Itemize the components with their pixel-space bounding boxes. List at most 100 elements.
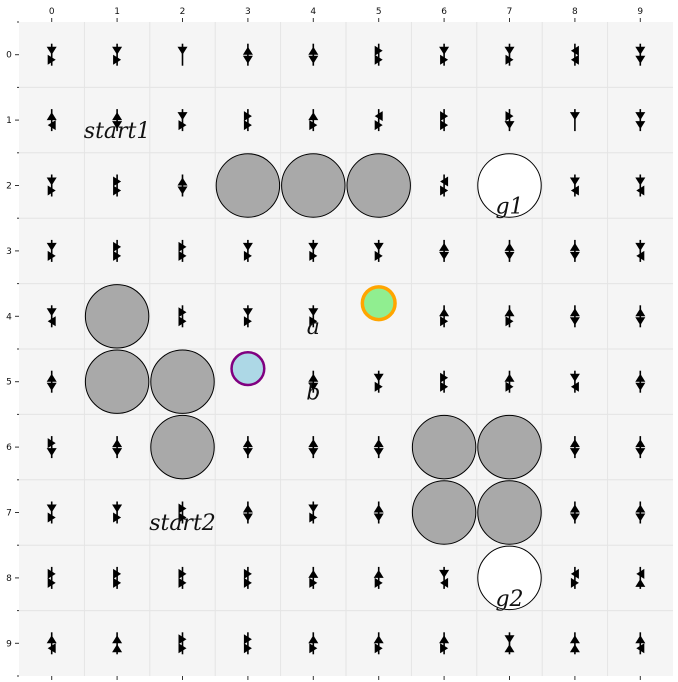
arrow-head-W: [440, 577, 449, 588]
arrow-head-N: [373, 569, 384, 578]
arrow-head-S: [635, 112, 646, 121]
arrow-head-W: [570, 185, 579, 196]
arrow-head-N: [635, 635, 646, 644]
policy-arrow: [113, 174, 122, 197]
obstacles: [84, 153, 542, 545]
arrow-head-E: [113, 250, 122, 261]
arrow-head-N: [439, 635, 450, 644]
policy-arrow: [178, 501, 187, 524]
policy-arrow: [308, 43, 319, 66]
policy-arrow: [569, 109, 580, 132]
policy-arrow: [569, 174, 580, 197]
arrow-head-N: [569, 308, 580, 317]
arrow-head-W: [636, 568, 645, 579]
obstacle-circle: [84, 284, 150, 349]
policy-arrow: [374, 43, 383, 66]
arrow-head-E: [374, 643, 383, 654]
arrow-head-E: [440, 185, 449, 196]
policy-arrow: [504, 305, 515, 328]
policy-arrow: [46, 436, 57, 459]
policy-arrow: [635, 109, 646, 132]
goal-label: g1: [495, 195, 523, 220]
x-tick-label: 0: [49, 7, 55, 17]
policy-arrow: [635, 305, 646, 328]
arrow-head-S: [439, 46, 450, 55]
arrow-head-N: [504, 644, 515, 653]
arrow-head-S: [46, 242, 57, 251]
agent-b-marker: [230, 351, 266, 387]
arrow-head-N: [635, 578, 646, 587]
arrow-head-E: [47, 568, 56, 579]
policy-arrow: [178, 632, 187, 655]
policy-arrow: [569, 501, 580, 524]
arrow-head-W: [47, 643, 56, 654]
arrow-head-N: [569, 504, 580, 513]
arrow-head-S: [112, 448, 123, 457]
arrow-head-E: [309, 120, 318, 131]
obstacle-circle: [477, 480, 542, 545]
arrow-head-E: [374, 120, 383, 131]
arrow-head-N: [112, 644, 123, 653]
arrow-head-N: [308, 439, 319, 448]
y-tick-label: 9: [6, 639, 12, 649]
arrow-head-E: [178, 503, 187, 514]
arrow-head-W: [636, 643, 645, 654]
policy-arrow: [113, 239, 122, 262]
arrow-head-S: [635, 55, 646, 64]
arrow-head-S: [635, 177, 646, 186]
y-tick-label: 6: [6, 443, 12, 453]
arrow-head-E: [178, 577, 187, 588]
arrow-head-E: [178, 316, 187, 327]
arrow-head-W: [570, 381, 579, 392]
arrow-head-E: [113, 185, 122, 196]
policy-arrow: [308, 305, 319, 328]
arrow-head-E: [113, 176, 122, 187]
arrow-head-S: [373, 448, 384, 457]
x-tick-label: 8: [572, 7, 578, 17]
policy-arrows: [46, 43, 646, 655]
arrow-head-E: [309, 250, 318, 261]
policy-arrow: [242, 43, 253, 66]
arrow-head-S: [46, 448, 57, 457]
arrow-head-E: [47, 185, 56, 196]
x-tick-label: 7: [507, 7, 513, 17]
arrow-head-W: [636, 185, 645, 196]
policy-arrow: [46, 109, 57, 132]
arrow-head-E: [505, 381, 514, 392]
policy-arrow: [46, 239, 57, 262]
arrow-head-N: [308, 635, 319, 644]
arrow-head-N: [635, 504, 646, 513]
arrow-head-N: [177, 177, 188, 186]
policy-arrow: [242, 501, 253, 524]
arrow-head-N: [373, 635, 384, 644]
arrow-head-N: [504, 373, 515, 382]
policy-arrow: [635, 174, 646, 197]
policy-arrow: [373, 632, 384, 655]
policy-arrow: [177, 43, 188, 66]
arrow-head-W: [47, 316, 56, 327]
arrow-head-S: [635, 242, 646, 251]
policy-arrow: [504, 43, 515, 66]
policy-arrow: [177, 109, 188, 132]
arrow-head-N: [308, 373, 319, 382]
policy-arrow: [308, 370, 319, 393]
arrow-head-N: [242, 46, 253, 55]
policy-arrow: [373, 370, 384, 393]
policy-arrow: [46, 632, 57, 655]
arrow-head-E: [178, 241, 187, 252]
obstacle-circle: [215, 153, 281, 218]
policy-arrow: [308, 501, 319, 524]
arrow-head-S: [112, 121, 123, 130]
arrow-head-N: [439, 308, 450, 317]
arrow-head-E: [309, 316, 318, 327]
agents: [230, 285, 397, 387]
arrow-head-S: [112, 46, 123, 55]
policy-arrow: [113, 566, 122, 589]
arrow-head-N: [373, 504, 384, 513]
policy-arrow: [440, 370, 449, 393]
policy-arrow: [635, 501, 646, 524]
arrow-head-E: [243, 634, 252, 645]
